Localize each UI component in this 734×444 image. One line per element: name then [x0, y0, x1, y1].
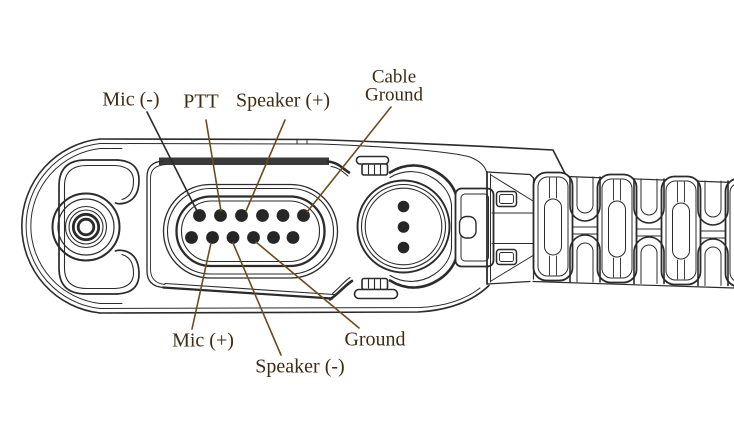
callout-label-speaker-neg: Speaker (-): [255, 355, 345, 378]
strap-bar: [596, 173, 638, 284]
callout-label-ptt: PTT: [183, 90, 219, 113]
callout-label-line: PTT: [183, 90, 219, 113]
strap: [532, 171, 734, 289]
accessory-dot: [397, 200, 410, 213]
connector-pin-top-row: [235, 209, 248, 222]
connector-pin-top-row: [214, 209, 227, 222]
callout-label-line: Mic (+): [172, 329, 234, 352]
leader-line-speaker-pos: [245, 119, 286, 212]
leader-lines: [146, 106, 392, 356]
screw-tab-top: [355, 155, 390, 176]
callout-label-line: Ground: [364, 84, 424, 105]
left-knob: [51, 192, 121, 262]
strap-link: [697, 180, 729, 287]
callout-label-speaker-pos: Speaker (+): [235, 89, 331, 112]
connector-pin-top-row: [256, 209, 269, 222]
accessory-connector-dots: [397, 200, 410, 254]
accessory-dot: [397, 221, 410, 233]
connector-pin-bottom-row: [185, 231, 198, 244]
leader-line-ground: [255, 241, 360, 329]
strap-bar: [660, 175, 702, 286]
top-seam-ticks: [296, 139, 308, 145]
callout-label-line: Mic (-): [102, 88, 160, 111]
leader-line-mic-neg: [146, 111, 198, 212]
connector-pin-bottom-row: [286, 231, 300, 244]
connector-pin-bottom-row: [226, 231, 240, 244]
callout-label-mic-pos: Mic (+): [172, 329, 234, 352]
leader-line-mic-pos: [191, 242, 212, 330]
inner-platform: [146, 157, 335, 300]
connector-pin-bottom-row: [267, 231, 280, 244]
callout-label-line: Cable: [371, 66, 417, 88]
connector-pin-bottom-row: [247, 231, 260, 244]
accessory-dot: [397, 241, 410, 254]
leader-line-speaker-neg: [232, 242, 282, 356]
recess-band: [159, 157, 329, 165]
connector-pin-top-row: [276, 209, 290, 222]
callout-label-mic-neg: Mic (-): [102, 88, 160, 111]
strap-link: [569, 176, 601, 283]
connector-pin-bottom-row: [206, 231, 219, 244]
strap-bar: [532, 171, 574, 282]
latch: [454, 187, 495, 268]
c-bracket: [58, 159, 140, 295]
strap-link: [633, 178, 665, 285]
connector-pins: [185, 209, 310, 244]
strap-bar: [724, 178, 734, 287]
leader-line-cable-ground: [306, 106, 392, 213]
callout-label-line: Ground: [344, 328, 406, 351]
callout-label-line: Speaker (-): [255, 355, 345, 378]
accessory-connector: [356, 179, 451, 274]
connector-pin-top-row: [193, 209, 206, 222]
callout-label-line: Speaker (+): [235, 89, 331, 112]
leader-line-ptt: [205, 119, 222, 212]
screw-tab-bottom: [353, 277, 399, 300]
callout-label-ground: Ground: [344, 328, 406, 351]
